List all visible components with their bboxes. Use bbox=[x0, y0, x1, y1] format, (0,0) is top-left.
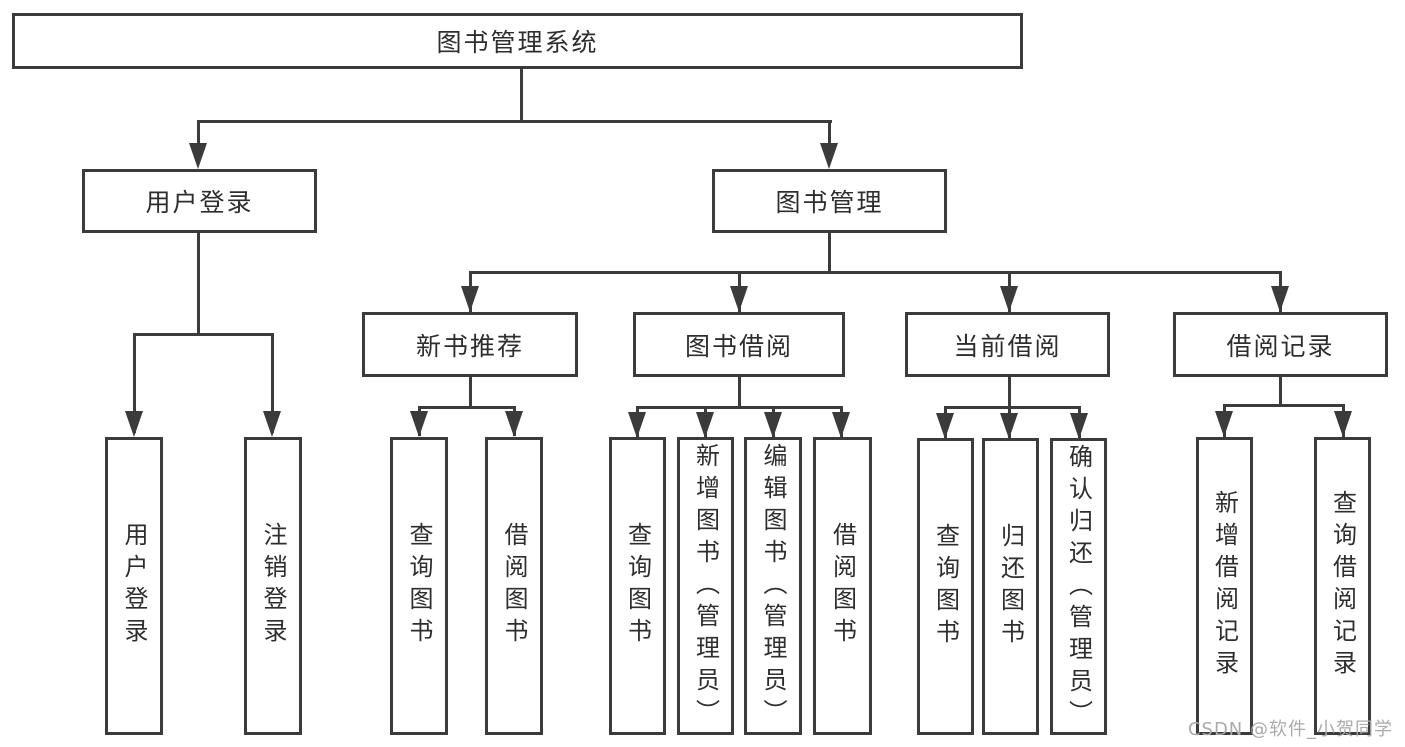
node-borrow-records-label: 借阅记录 bbox=[1226, 331, 1335, 361]
arrow-down-current-borrow bbox=[1000, 286, 1018, 312]
leaf-cb-query-books: 查询图书 bbox=[917, 438, 974, 735]
leaf-nb-borrow-books: 借阅图书 bbox=[485, 437, 543, 735]
connector-user-login-drop bbox=[197, 233, 200, 336]
connector-root-trunk bbox=[520, 69, 523, 122]
node-user-login-label: 用户登录 bbox=[145, 188, 254, 217]
leaf-user-login: 用户登录 bbox=[105, 437, 163, 735]
node-new-book-rec-label: 新书推荐 bbox=[415, 331, 524, 361]
node-user-login: 用户登录 bbox=[82, 169, 317, 233]
arrow-down-bb-borrow bbox=[832, 412, 850, 438]
arrow-down-br-add bbox=[1215, 411, 1233, 437]
arrow-down-nb-borrow bbox=[505, 411, 523, 437]
arrow-down-borrow-records bbox=[1271, 286, 1289, 312]
connector-book-borrow-bar bbox=[636, 406, 843, 409]
leaf-cb-confirm-return-admin: 确认归还（管理员） bbox=[1050, 438, 1107, 735]
leaf-bb-edit-books-admin: 编辑图书（管理员） bbox=[744, 437, 802, 735]
arrow-down-logout-leaf bbox=[263, 411, 281, 437]
connector-current-borrow-drop bbox=[1008, 377, 1011, 409]
csdn-watermark: CSDN @软件_小贺同学 bbox=[1187, 719, 1393, 740]
leaf-br-query-record-label: 查询借阅记录 bbox=[1328, 490, 1357, 682]
leaf-user-login-label: 用户登录 bbox=[120, 522, 148, 650]
leaf-bb-add-books-admin-label: 新增图书（管理员） bbox=[691, 443, 720, 731]
leaf-cb-return-books: 归还图书 bbox=[982, 438, 1039, 735]
leaf-bb-query-books: 查询图书 bbox=[609, 437, 666, 735]
leaf-nb-borrow-books-label: 借阅图书 bbox=[500, 522, 528, 650]
arrow-down-cb-return bbox=[1000, 413, 1018, 439]
connector-arrow-line-login-leaf bbox=[133, 333, 136, 433]
node-root-system: 图书管理系统 bbox=[12, 13, 1023, 69]
leaf-cb-query-books-label: 查询图书 bbox=[931, 522, 960, 651]
leaf-br-add-record: 新增借阅记录 bbox=[1196, 437, 1253, 735]
leaf-logout: 注销登录 bbox=[244, 437, 302, 735]
node-book-mgmt: 图书管理 bbox=[712, 169, 947, 233]
leaf-bb-borrow-books: 借阅图书 bbox=[813, 437, 872, 735]
leaf-cb-return-books-label: 归还图书 bbox=[996, 522, 1025, 651]
leaf-bb-add-books-admin: 新增图书（管理员） bbox=[677, 437, 734, 735]
leaf-logout-label: 注销登录 bbox=[259, 522, 287, 650]
leaf-nb-query-books-label: 查询图书 bbox=[405, 522, 433, 650]
arrow-down-nb-query bbox=[410, 411, 428, 437]
arrow-down-book-mgmt bbox=[820, 143, 838, 169]
connector-borrow-records-drop bbox=[1279, 377, 1282, 407]
connector-new-book-drop bbox=[469, 377, 472, 409]
arrow-down-user-login bbox=[189, 143, 207, 169]
node-book-mgmt-label: 图书管理 bbox=[775, 188, 884, 217]
arrow-down-cb-query bbox=[936, 413, 954, 439]
node-book-borrow-label: 图书借阅 bbox=[684, 331, 793, 361]
node-new-book-rec: 新书推荐 bbox=[362, 312, 578, 377]
node-root-system-label: 图书管理系统 bbox=[436, 28, 599, 57]
connector-borrow-records-bar bbox=[1223, 404, 1344, 407]
arrow-down-bb-edit bbox=[764, 412, 782, 438]
arrow-down-cb-confirm bbox=[1070, 413, 1088, 439]
connector-new-book-bar bbox=[418, 406, 516, 409]
connector-book-borrow-drop bbox=[738, 377, 741, 409]
connector-level3-bar bbox=[469, 271, 1282, 274]
node-borrow-records: 借阅记录 bbox=[1173, 312, 1388, 377]
arrow-down-bb-query bbox=[628, 412, 646, 438]
connector-level2-bar bbox=[197, 120, 832, 123]
node-book-borrow: 图书借阅 bbox=[633, 312, 845, 377]
connector-user-login-bar bbox=[133, 333, 274, 336]
arrow-down-new-book bbox=[461, 286, 479, 312]
connector-arrow-line-user-login bbox=[197, 120, 200, 160]
connector-current-borrow-bar bbox=[944, 406, 1081, 409]
connector-arrow-line-logout-leaf bbox=[271, 333, 274, 433]
arrow-down-bb-add bbox=[696, 412, 714, 438]
connector-book-mgmt-drop bbox=[828, 233, 831, 274]
leaf-nb-query-books: 查询图书 bbox=[390, 437, 448, 735]
node-current-borrow-label: 当前借阅 bbox=[953, 331, 1062, 361]
arrow-down-br-query bbox=[1334, 411, 1352, 437]
arrow-down-book-borrow bbox=[730, 286, 748, 312]
leaf-br-query-record: 查询借阅记录 bbox=[1314, 437, 1371, 735]
node-current-borrow: 当前借阅 bbox=[905, 312, 1110, 377]
leaf-bb-borrow-books-label: 借阅图书 bbox=[828, 522, 857, 650]
arrow-down-login-leaf bbox=[125, 411, 143, 437]
leaf-bb-query-books-label: 查询图书 bbox=[623, 522, 652, 650]
leaf-bb-edit-books-admin-label: 编辑图书（管理员） bbox=[759, 443, 787, 731]
connector-arrow-line-book-mgmt bbox=[828, 120, 831, 160]
leaf-br-add-record-label: 新增借阅记录 bbox=[1210, 490, 1239, 682]
leaf-cb-confirm-return-admin-label: 确认归还（管理员） bbox=[1064, 444, 1093, 732]
